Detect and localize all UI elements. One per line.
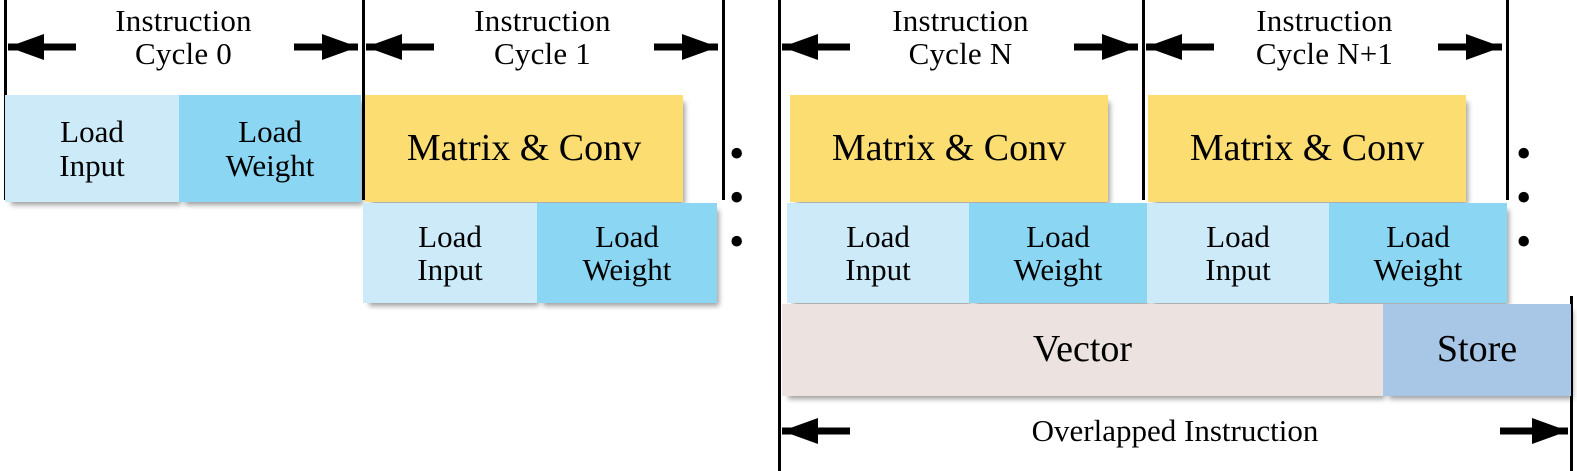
dimension-arrow-cycle-n xyxy=(778,34,1142,60)
box-store[interactable]: Store xyxy=(1383,304,1571,396)
cycle-divider-1-end xyxy=(722,0,725,200)
dimension-arrow-cycle-1 xyxy=(362,34,722,60)
overlap-right-edge xyxy=(1570,296,1573,471)
box-load-input-row2-cycle1[interactable]: Load Input xyxy=(363,203,537,303)
cycle-divider-n-start xyxy=(778,0,781,471)
cycle-divider-0-1 xyxy=(362,0,365,200)
ellipsis-right-icon: • • • xyxy=(1516,129,1539,266)
box-matrix-conv-cyclen[interactable]: Matrix & Conv xyxy=(790,95,1108,202)
box-matrix-conv-cycle1[interactable]: Matrix & Conv xyxy=(365,95,683,202)
box-matrix-conv-cyclen1[interactable]: Matrix & Conv xyxy=(1148,95,1466,202)
cycle-divider-n-n1 xyxy=(1142,0,1145,200)
box-load-input-row2-cyclen1[interactable]: Load Input xyxy=(1147,203,1329,303)
dimension-arrow-cycle-n-plus-1 xyxy=(1142,34,1506,60)
box-load-weight-row2-cycle1[interactable]: Load Weight xyxy=(537,203,717,303)
box-load-weight-cycle0[interactable]: Load Weight xyxy=(179,95,361,202)
cycle-divider-n1-end xyxy=(1506,0,1509,200)
ellipsis-middle-icon: • • • xyxy=(729,129,752,266)
box-load-input-row2-cyclen[interactable]: Load Input xyxy=(787,203,969,303)
box-load-weight-row2-cyclen[interactable]: Load Weight xyxy=(969,203,1147,303)
dimension-arrow-cycle-0 xyxy=(4,34,362,60)
box-load-weight-row2-cyclen1[interactable]: Load Weight xyxy=(1329,203,1507,303)
box-vector[interactable]: Vector xyxy=(782,304,1383,396)
dimension-arrow-overlapped-instruction xyxy=(778,418,1572,444)
box-load-input-cycle0[interactable]: Load Input xyxy=(5,95,179,202)
